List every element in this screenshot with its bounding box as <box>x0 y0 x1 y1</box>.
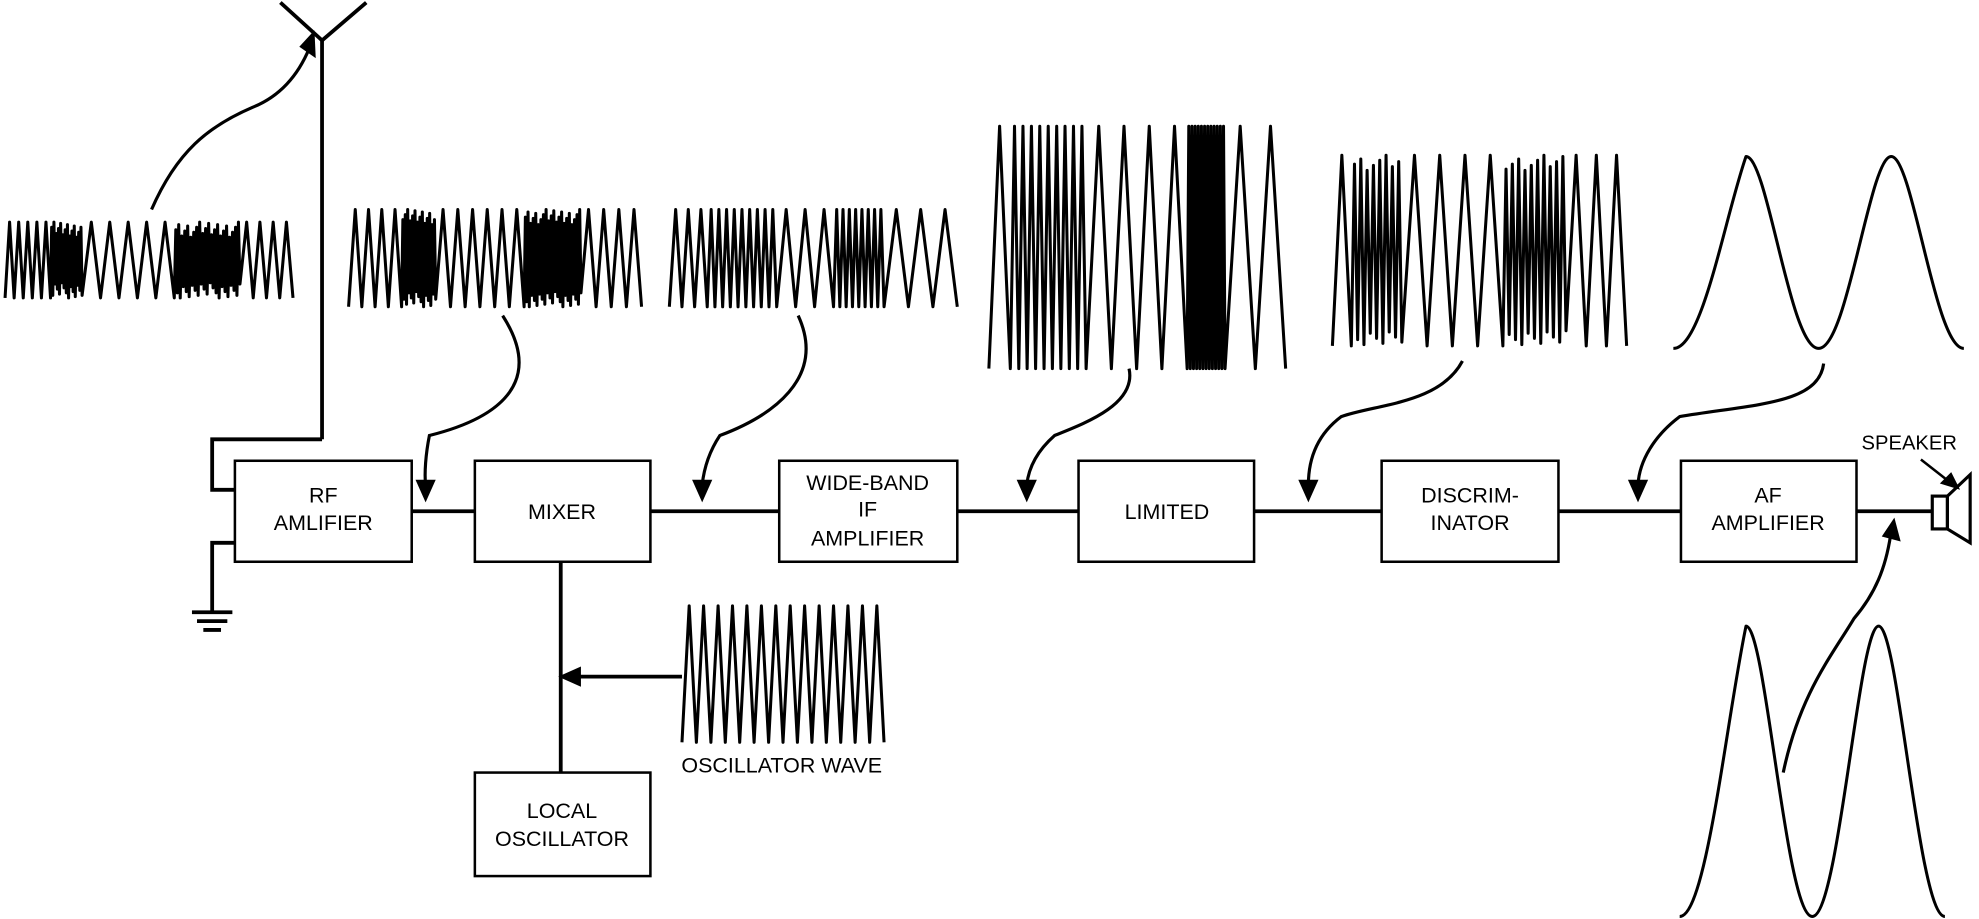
af-amplifier-output-waveform <box>1679 624 1946 918</box>
limiter-output-waveform <box>1330 153 1629 348</box>
rf-amplifier-label-2: AMLIFIER <box>274 511 373 535</box>
pointer-arrow-if-output <box>1025 368 1132 485</box>
af-amplifier-label-1: AF <box>1754 483 1781 507</box>
pointer-arrow-antenna <box>150 47 311 211</box>
pointer-arrow-discriminator-output <box>1636 363 1826 485</box>
signal-chain-wiring <box>401 509 1933 773</box>
oscillator-wave-label: OSCILLATOR WAVE <box>681 754 882 778</box>
speaker-label: SPEAKER <box>1862 432 1957 454</box>
oscillator-waveform <box>680 604 886 744</box>
discriminator-label-2: INATOR <box>1430 511 1509 535</box>
mixer-label: MIXER <box>528 500 596 524</box>
if-amplifier-output-waveform <box>987 124 1288 371</box>
pointer-arrow-mixer-output <box>700 314 808 485</box>
if-amplifier-label-2: IF <box>858 497 877 521</box>
limiter-label: LIMITED <box>1125 500 1210 524</box>
ground-icon <box>191 610 233 632</box>
rf-amplifier-label-1: RF <box>309 483 338 507</box>
pointer-arrow-limiter-output <box>1306 360 1464 485</box>
antenna-icon <box>279 1 368 440</box>
discriminator-block <box>1380 459 1560 564</box>
rf-amplifier-block <box>233 459 413 564</box>
rf-amplifier-output-waveform <box>347 208 644 309</box>
if-amplifier-label-3: AMPLIFIER <box>811 526 924 550</box>
local-oscillator-block <box>473 771 652 878</box>
rf-input-waveform <box>3 220 295 300</box>
if-amplifier-block <box>777 459 959 564</box>
discriminator-output-waveform <box>1673 155 1965 350</box>
speaker-icon <box>1930 470 1972 546</box>
limiter-block <box>1077 459 1256 564</box>
pointer-arrow-rf-output <box>423 314 521 485</box>
local-oscillator-label-2: OSCILLATOR <box>495 827 629 851</box>
af-amplifier-block <box>1679 459 1858 564</box>
discriminator-label-1: DISCRIM- <box>1421 483 1519 507</box>
oscillator-feed-arrowhead <box>558 666 581 687</box>
rf-input-wiring <box>210 437 323 613</box>
local-oscillator-label-1: LOCAL <box>527 799 597 823</box>
speaker-pointer-arrow <box>1920 458 1961 490</box>
af-amplifier-label-2: AMPLIFIER <box>1711 511 1824 535</box>
mixer-block <box>473 459 652 564</box>
if-amplifier-label-1: WIDE-BAND <box>806 471 929 495</box>
mixer-output-waveform <box>667 208 959 309</box>
pointer-arrow-af-output <box>1781 535 1893 773</box>
